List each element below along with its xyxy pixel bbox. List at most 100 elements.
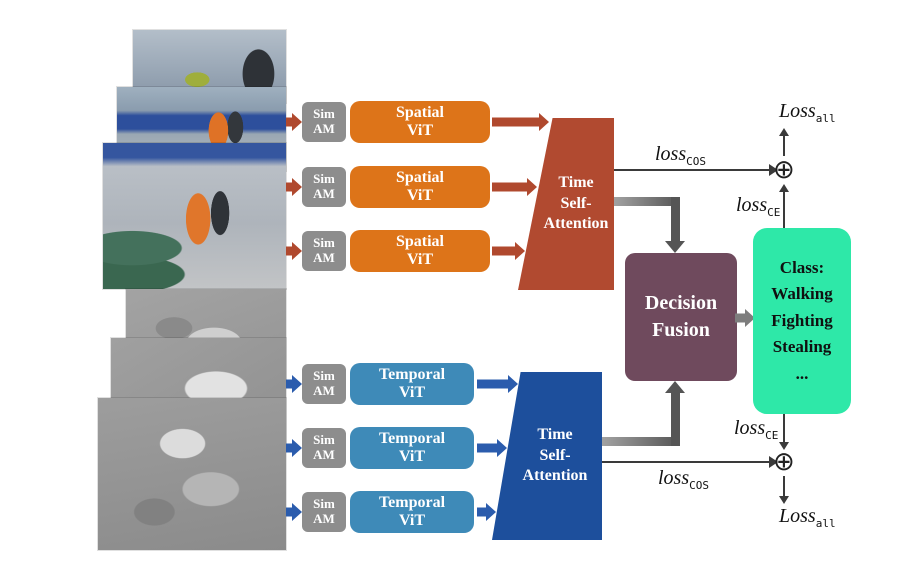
spatial-vit-label: Spatial [395,169,444,187]
connector-temporal-to-fusion [671,393,680,446]
simam-label: Sim [313,171,335,187]
loss-base: loss [736,194,768,216]
arrowhead-icon [779,442,789,450]
loss-base: Loss [779,100,816,122]
arrowhead-icon [292,439,302,457]
attention-label: Attention [543,215,609,233]
arrow-flow-to-simam-2 [286,438,302,458]
arrowhead-icon [515,242,525,260]
attention-label: Time [537,425,573,443]
loss-sub: COS [686,155,706,168]
attention-label: Attention [522,467,588,485]
simam-label: Sim [313,432,335,448]
arrow-fusion-to-class [735,308,755,328]
simam-label: AM [313,383,335,398]
simam-label: AM [313,250,335,265]
optical-flow-frame-3 [98,398,286,550]
temporal-vit-label: Temporal [378,494,446,512]
simam-label: AM [313,121,335,136]
arrowhead-icon [779,496,789,504]
rgb-frame-3 [103,143,286,289]
loss-base: loss [734,417,766,439]
class-line: Stealing [772,337,832,357]
spatial-vit-label: Spatial [395,233,444,251]
spatial-vit-module-3: Spatial ViT [350,230,490,272]
loss-ce-line-bottom [783,414,785,442]
loss-sub: all [815,517,836,530]
spatial-vit-label: ViT [406,187,434,204]
spatial-vit-module-1: Spatial ViT [350,101,490,143]
arrow-vit-to-attention-3 [492,241,525,261]
temporal-vit-module-2: Temporal ViT [350,427,474,469]
temporal-vit-label: Temporal [378,366,446,384]
loss-sub: CE [767,206,781,219]
arrow-vit-to-attention-2 [492,177,537,197]
fusion-label: Decision [644,292,718,314]
simam-label: Sim [313,496,335,512]
temporal-time-self-attention: Time Self- Attention [492,372,602,540]
arrowhead-icon [665,241,685,253]
connector-spatial-to-fusion [614,197,680,206]
loss-all-label-top: Lossall [779,100,836,125]
spatial-vit-label: ViT [406,122,434,139]
simam-module-temporal-2: Sim AM [302,428,346,468]
spatial-time-self-attention: Time Self- Attention [518,118,614,290]
class-line: Fighting [771,310,833,330]
class-line: ... [795,363,809,383]
arrow-vit-to-attention-1 [492,112,549,132]
arrowhead-icon [292,178,302,196]
simam-label: Sim [313,368,335,384]
loss-all-line-bottom [783,476,785,496]
loss-cos-label-bottom: lossCOS [658,467,709,492]
loss-sub: COS [689,479,709,492]
arrowhead-icon [779,184,789,192]
arrowhead-icon [665,381,685,393]
arrow-rgb-to-simam-3 [286,241,302,261]
class-output-box: Class: Walking Fighting Stealing ... [753,228,851,414]
loss-ce-label-bottom: lossCE [734,417,778,442]
spatial-vit-label: Spatial [395,104,444,122]
arrow-vit-to-attention-5 [477,438,507,458]
temporal-vit-label: ViT [398,512,426,529]
arrow-vit-to-attention-4 [477,374,518,394]
simam-module-temporal-3: Sim AM [302,492,346,532]
arrowhead-icon [779,128,789,136]
arrow-rgb-to-simam-2 [286,177,302,197]
arrowhead-icon [292,113,302,131]
loss-cos-label-top: lossCOS [655,143,706,168]
simam-module-spatial-3: Sim AM [302,231,346,271]
simam-module-spatial-1: Sim AM [302,102,346,142]
arrow-flow-to-simam-3 [286,502,302,522]
arrowhead-icon [539,113,549,131]
simam-module-spatial-2: Sim AM [302,167,346,207]
loss-ce-line-top [783,192,785,228]
simam-module-temporal-1: Sim AM [302,364,346,404]
attention-label: Self- [560,194,592,212]
circled-plus-icon: ⊕ [773,155,795,185]
arrowhead-icon [508,375,518,393]
circled-plus-icon: ⊕ [773,447,795,477]
temporal-vit-module-1: Temporal ViT [350,363,474,405]
class-line: Walking [771,284,833,304]
temporal-vit-label: Temporal [378,430,446,448]
arrowhead-icon [292,375,302,393]
simam-label: AM [313,186,335,201]
simam-label: AM [313,447,335,462]
arrowhead-icon [486,503,496,521]
attention-label: Time [558,173,594,191]
loss-base: Loss [779,505,816,527]
simam-label: AM [313,511,335,526]
arrow-rgb-to-simam-1 [286,112,302,132]
loss-cos-line-top [614,169,769,171]
decision-fusion-module: Decision Fusion [625,253,737,381]
simam-label: Sim [313,106,335,122]
arrowhead-icon [497,439,507,457]
arrow-flow-to-simam-1 [286,374,302,394]
temporal-vit-module-3: Temporal ViT [350,491,474,533]
loss-ce-label-top: lossCE [736,194,780,219]
connector-spatial-to-fusion [671,197,680,241]
temporal-vit-label: ViT [398,384,426,401]
temporal-vit-label: ViT [398,448,426,465]
arrowhead-icon [527,178,537,196]
arrowhead-icon [745,309,755,327]
